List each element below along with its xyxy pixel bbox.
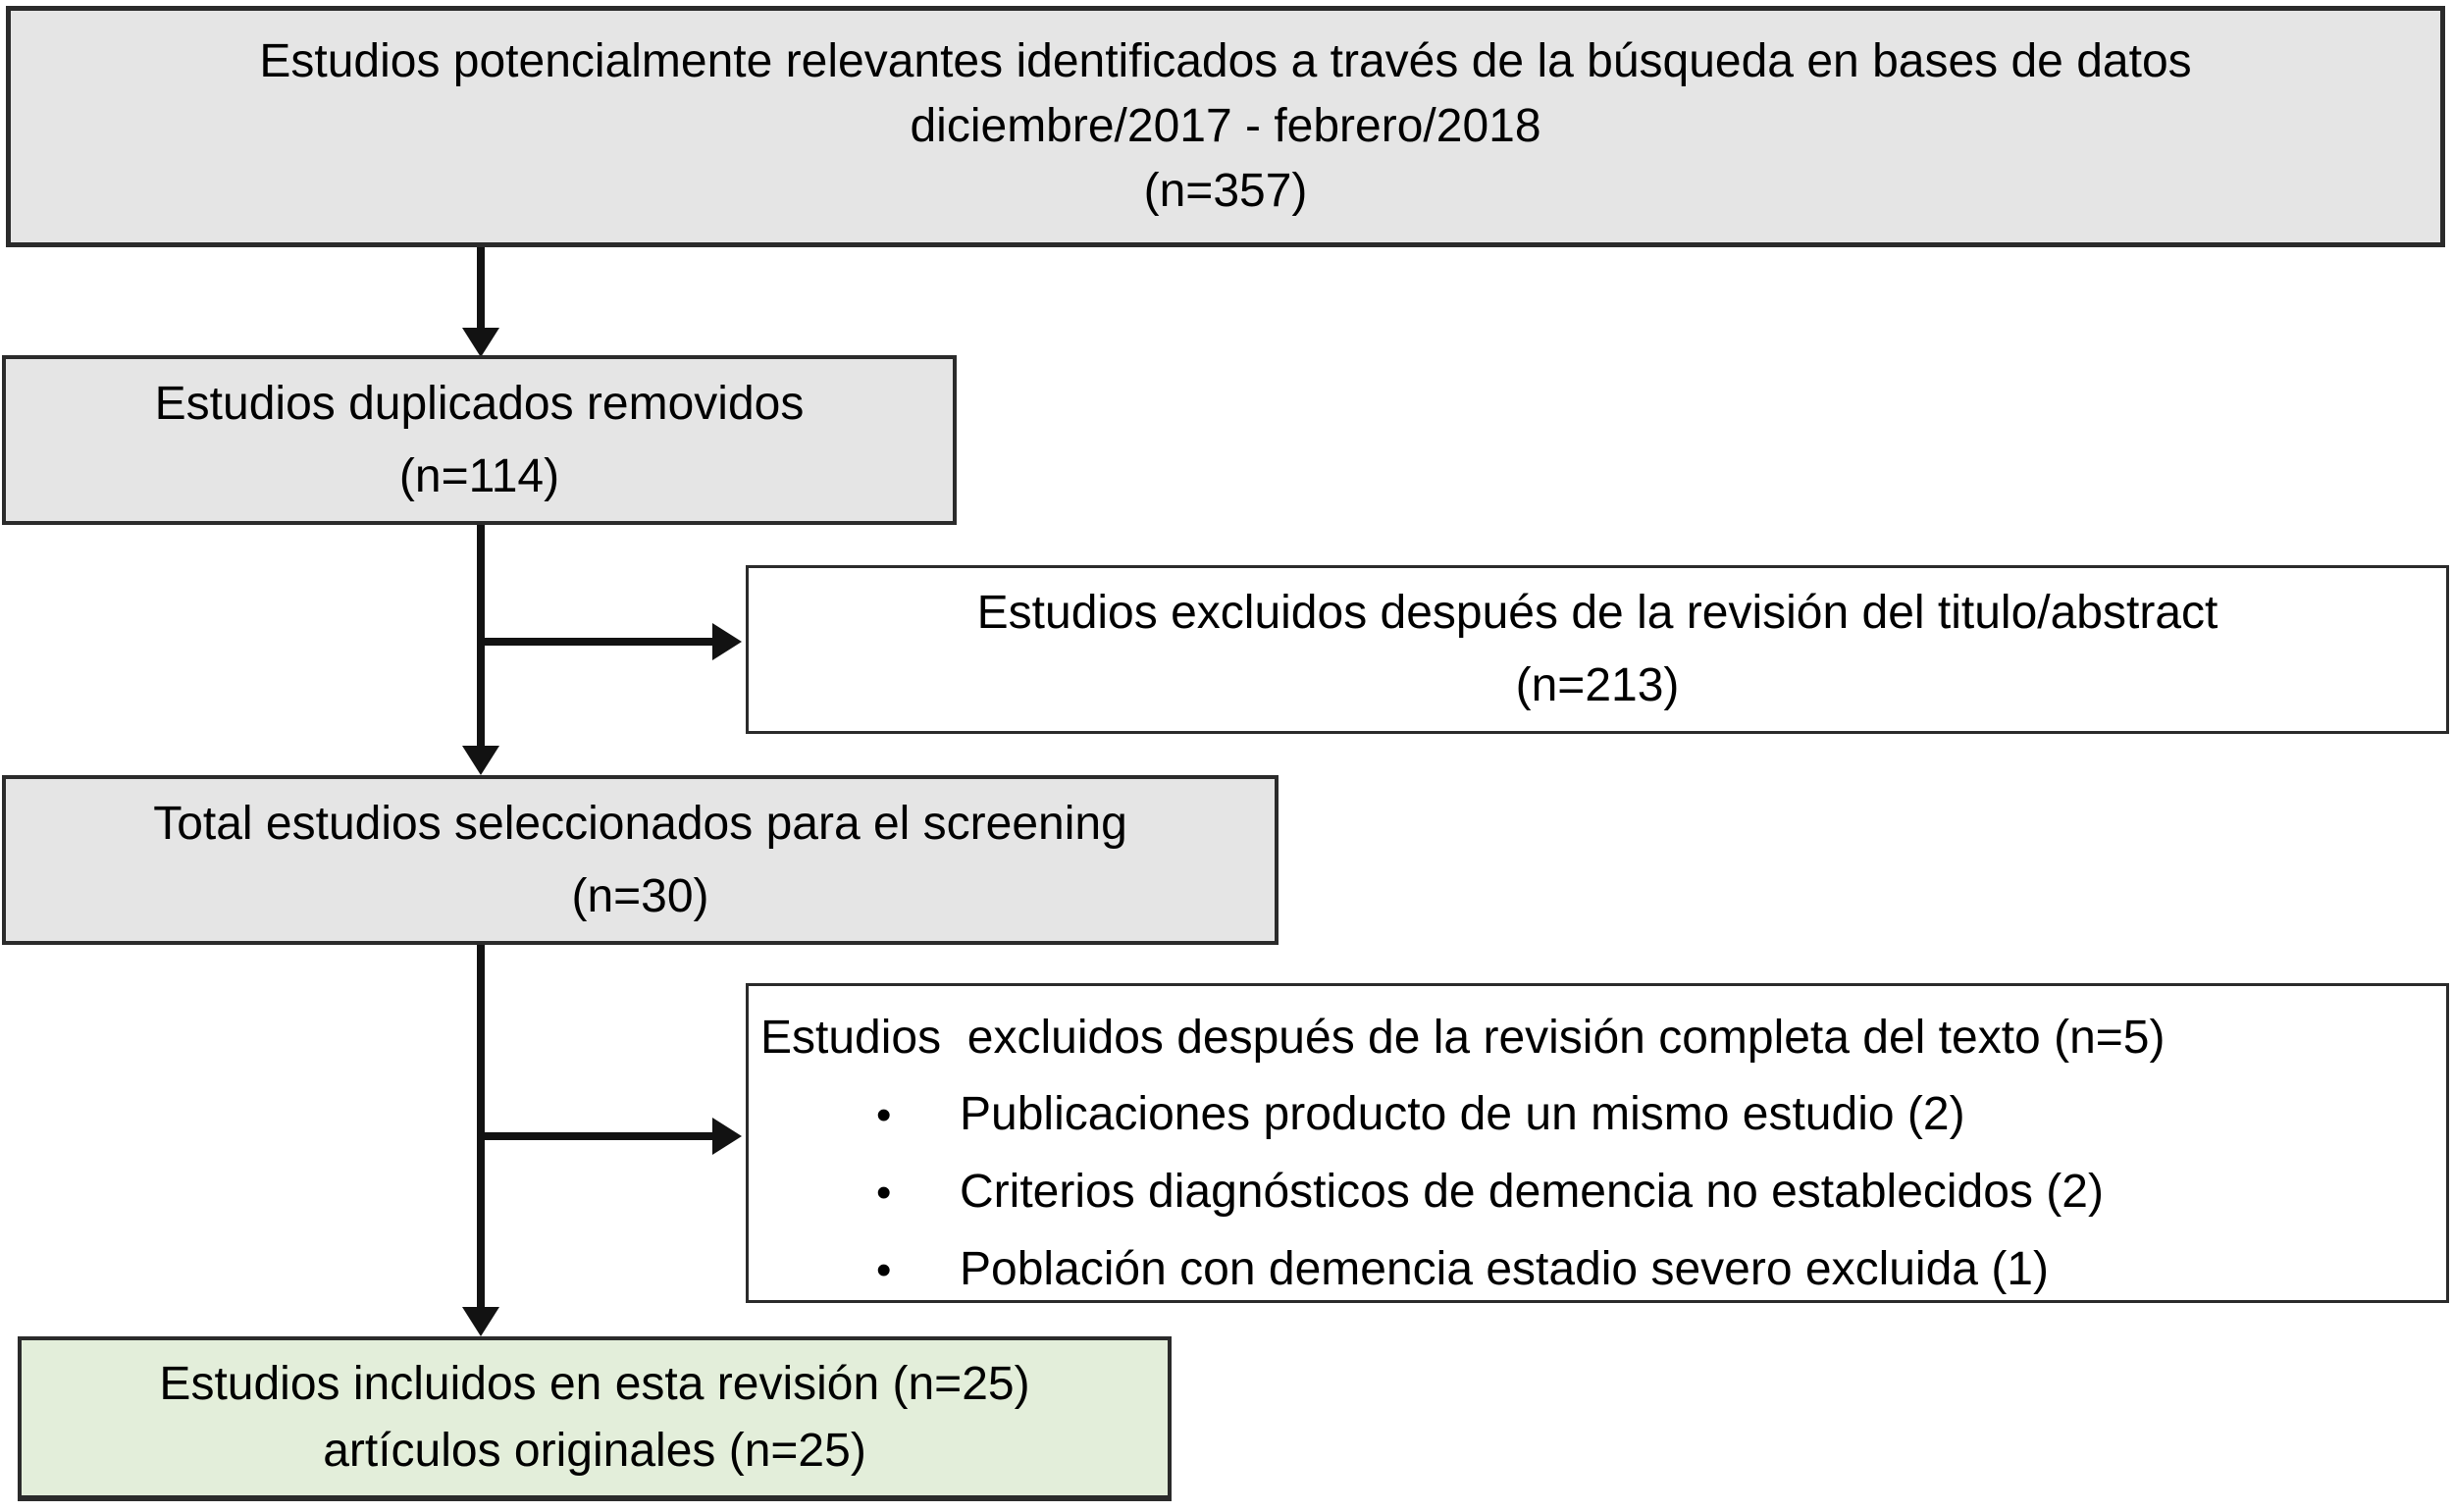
bullet-text: Publicaciones producto de un mismo estud… <box>960 1088 1965 1140</box>
included-line-1: Estudios incluidos en esta revisión (n=2… <box>159 1358 1030 1410</box>
arrow-line-branch-title-abstract <box>481 638 714 646</box>
included-line-2: artículos originales (n=25) <box>323 1425 866 1477</box>
arrow-down-icon <box>462 746 499 775</box>
excluded-title-line-1: Estudios excluidos después de la revisió… <box>976 587 2218 639</box>
identified-line-1: Estudios potencialmente relevantes ident… <box>259 35 2192 87</box>
flow-box-excluded-fulltext: Estudios excluidos después de la revisió… <box>746 983 2449 1303</box>
flow-box-duplicates-removed: Estudios duplicados removidos (n=114) <box>2 355 957 525</box>
duplicates-count: (n=114) <box>398 449 560 502</box>
arrow-down-icon <box>462 1307 499 1336</box>
identified-line-2: diciembre/2017 - febrero/2018 <box>910 100 1541 152</box>
arrow-right-icon <box>712 1118 742 1155</box>
excluded-fulltext-title: Estudios excluidos después de la revisió… <box>760 1012 2166 1064</box>
bullet-icon: • <box>876 1169 892 1217</box>
bullet-text: Criterios diagnósticos de demencia no es… <box>960 1166 2104 1218</box>
flow-box-included-studies: Estudios incluidos en esta revisión (n=2… <box>18 1336 1172 1501</box>
duplicates-line-1: Estudios duplicados removidos <box>154 377 805 430</box>
flow-box-excluded-title-abstract: Estudios excluidos después de la revisió… <box>746 565 2449 734</box>
excluded-title-count: (n=213) <box>1515 659 1680 711</box>
bullet-text: Población con demencia estadio severo ex… <box>960 1243 2049 1295</box>
excluded-fulltext-bullet-1: • Publicaciones producto de un mismo est… <box>760 1076 2436 1154</box>
flow-box-identified-studies: Estudios potencialmente relevantes ident… <box>6 6 2445 247</box>
identified-count: (n=357) <box>1143 165 1308 217</box>
screening-line-1: Total estudios seleccionados para el scr… <box>153 797 1127 850</box>
arrow-line-duplicates-to-screening <box>477 525 485 749</box>
arrow-line-identified-to-duplicates <box>477 247 485 332</box>
screening-count: (n=30) <box>571 869 709 922</box>
arrow-down-icon <box>462 328 499 357</box>
flow-box-screening-selected: Total estudios seleccionados para el scr… <box>2 775 1279 945</box>
arrow-line-screening-to-included <box>477 945 485 1309</box>
arrow-line-branch-fulltext <box>481 1132 714 1140</box>
excluded-fulltext-bullet-3: • Población con demencia estadio severo … <box>760 1231 2436 1309</box>
excluded-fulltext-bullet-2: • Criterios diagnósticos de demencia no … <box>760 1154 2436 1231</box>
bullet-icon: • <box>876 1246 892 1294</box>
arrow-right-icon <box>712 623 742 660</box>
bullet-icon: • <box>876 1091 892 1139</box>
